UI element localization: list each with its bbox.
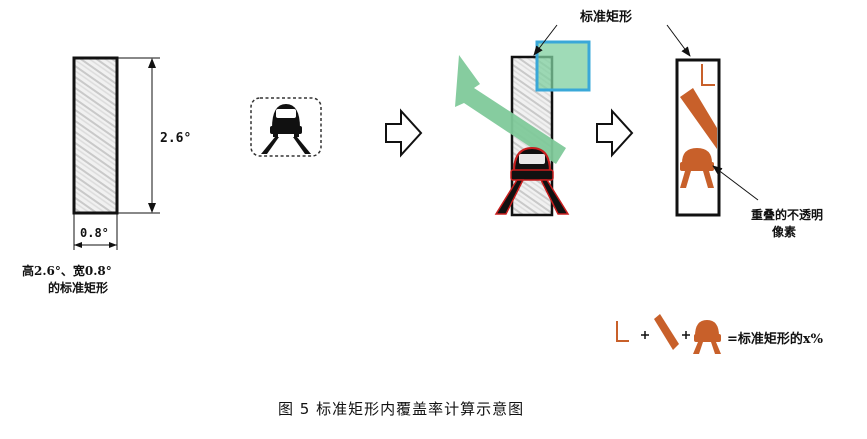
- width-label: 0.8°: [80, 226, 109, 240]
- green-arrow: [455, 55, 566, 164]
- process-arrow-2: [596, 108, 634, 158]
- equation-result: =标准矩形的x%: [727, 332, 823, 347]
- width-dimension: [73, 213, 118, 250]
- process-arrow-1: [385, 108, 423, 158]
- standard-rectangle-left: [72, 56, 119, 215]
- blue-square: [535, 40, 591, 92]
- standard-rect-label: 标准矩形: [580, 10, 633, 25]
- left-desc-line2: 的标准矩形: [48, 281, 109, 295]
- car-icon: [250, 97, 322, 157]
- overlap-label-line2: 像素: [772, 225, 797, 239]
- car-overlay-icon: [494, 146, 570, 215]
- equation-symbols: [616, 314, 721, 354]
- overlap-label-line1: 重叠的不透明: [751, 208, 824, 222]
- overlap-pointer: [712, 165, 759, 201]
- height-dimension: [117, 57, 160, 214]
- height-label: 2.6°: [160, 131, 192, 146]
- left-desc-line1: 高2.6°、宽0.8°: [22, 264, 112, 278]
- figure-caption: 图 5 标准矩形内覆盖率计算示意图: [278, 400, 525, 418]
- rect-label-pointer: [533, 24, 558, 56]
- overlap-pixels: [680, 64, 717, 188]
- right-rect-pointer: [666, 24, 691, 57]
